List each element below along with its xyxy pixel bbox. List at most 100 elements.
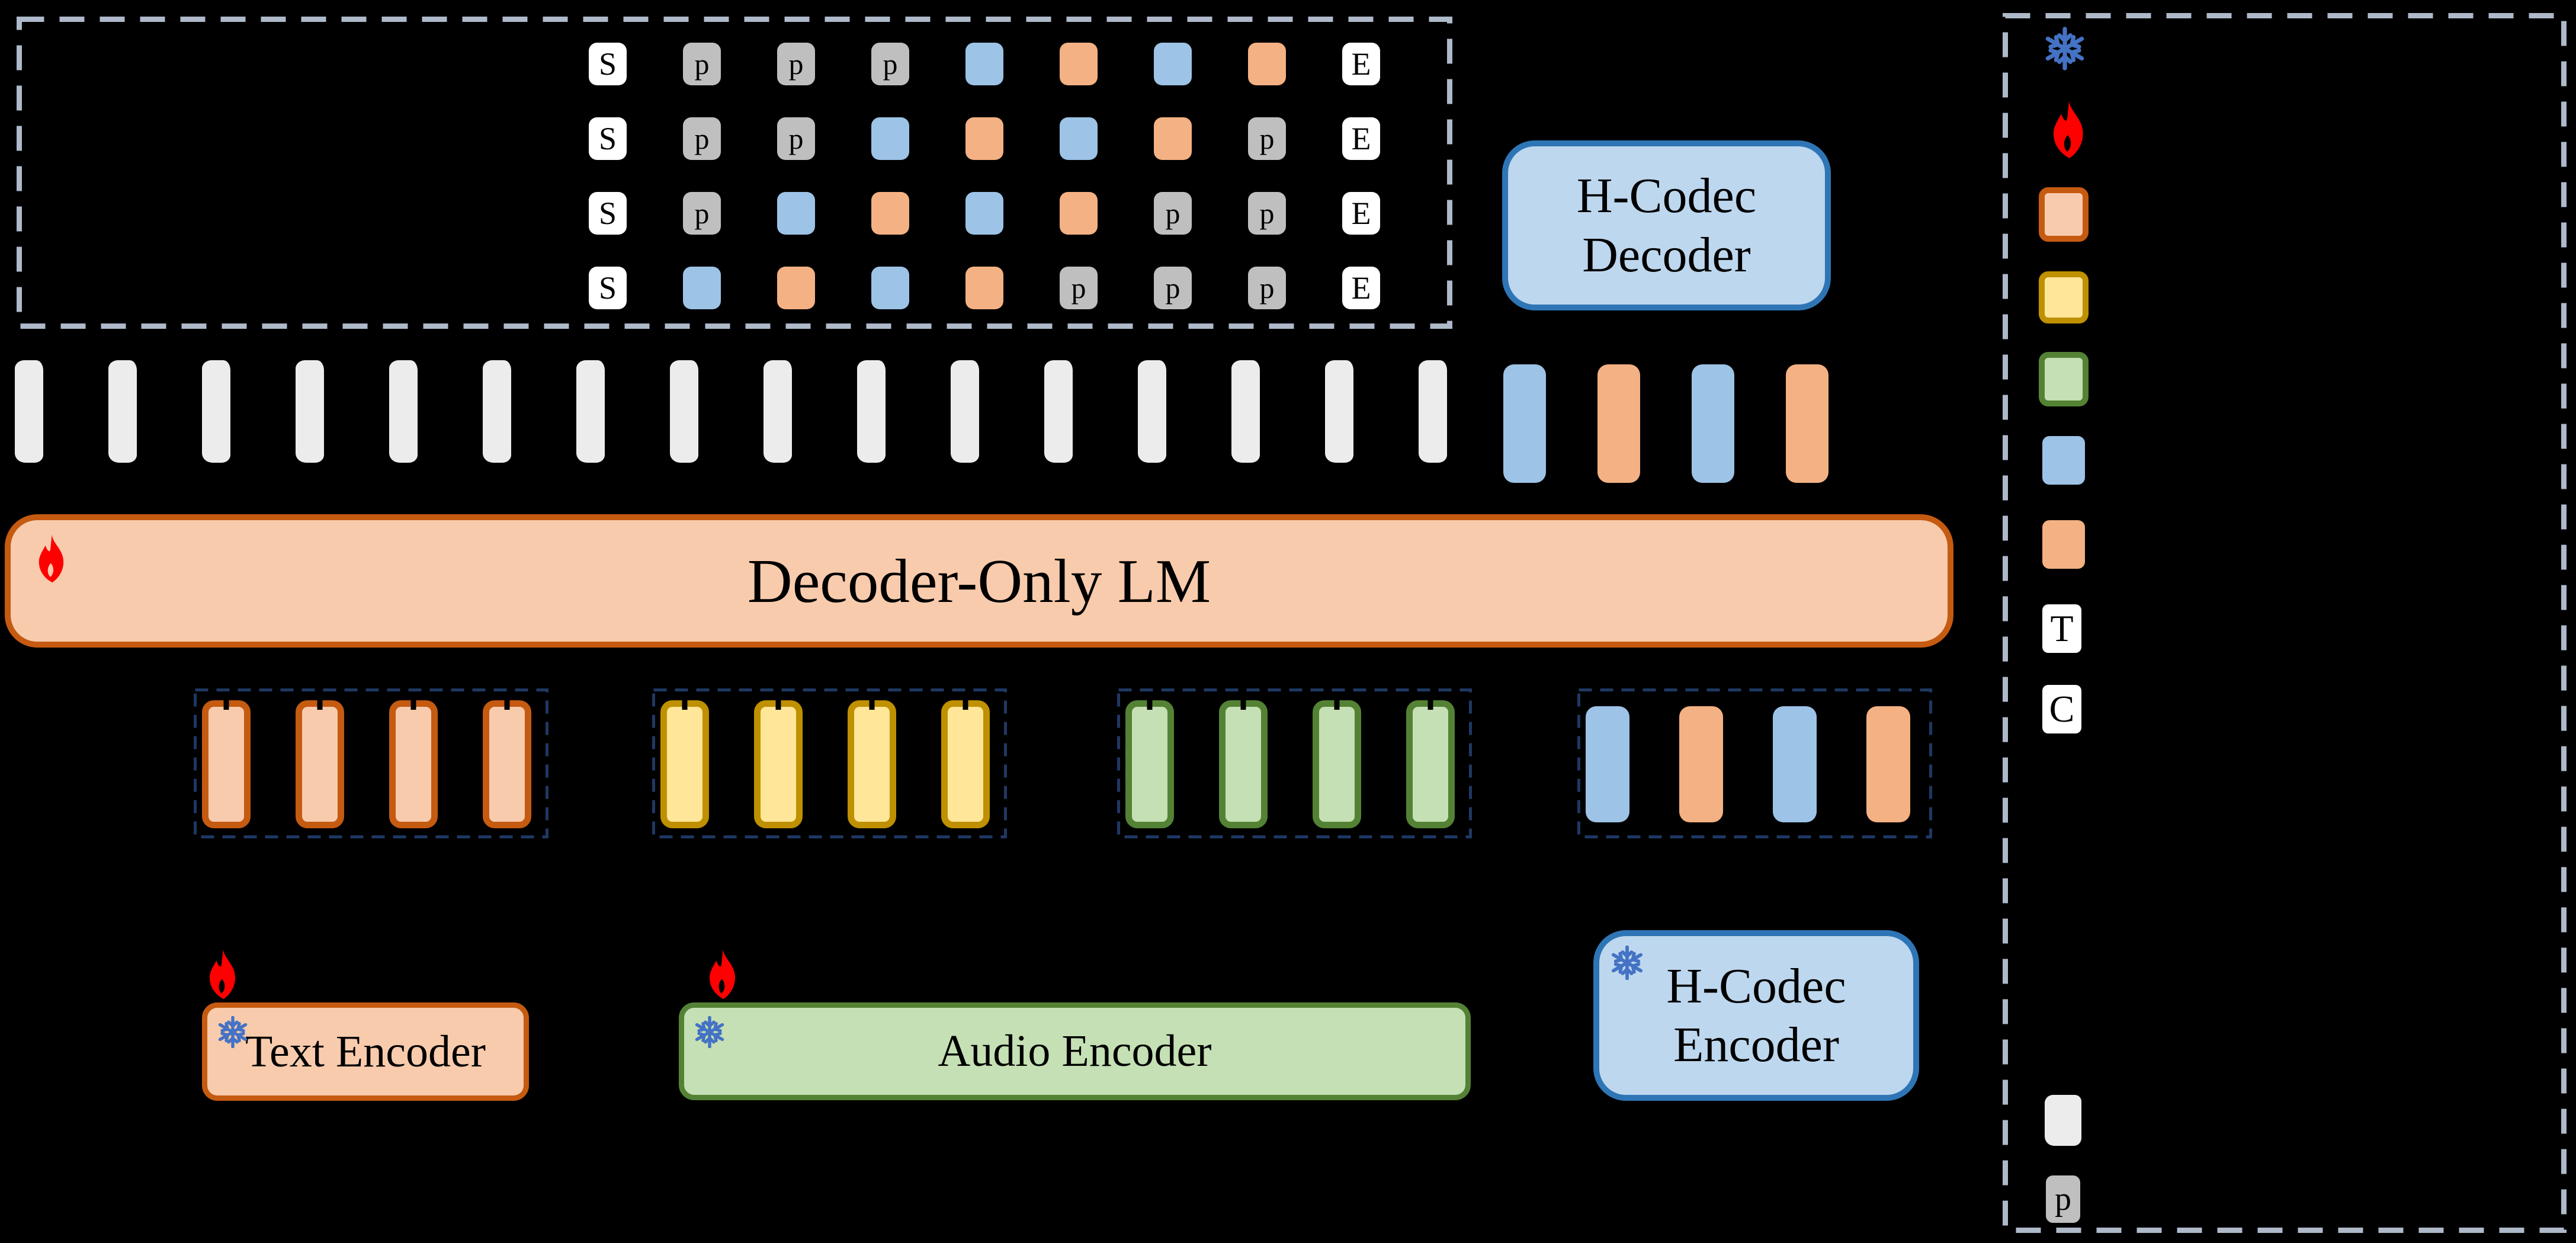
legend-swatch-orange-bordered: [2039, 187, 2089, 242]
start-token: S: [589, 192, 627, 235]
blue-token: [1154, 43, 1192, 85]
blue-token: [871, 117, 909, 160]
audio-encoder-label: Audio Encoder: [938, 1026, 1212, 1076]
green-embedding-token: [1313, 700, 1361, 828]
pad-token: p: [1154, 192, 1192, 235]
hcodec-decoder-label-line1: H-Codec: [1576, 168, 1757, 224]
hidden-state-row: [15, 360, 1447, 463]
legend-token-T: T: [2042, 604, 2081, 653]
pad-token: p: [777, 43, 815, 85]
hidden-token: [1138, 360, 1166, 463]
yellow-embedding-token: [848, 700, 896, 828]
sequence-row-4: S p p p E: [589, 267, 1380, 309]
hidden-token: [670, 360, 698, 463]
hidden-token: [1419, 360, 1447, 463]
snowflake-icon: [2044, 24, 2086, 73]
hcodec-encoder-box: H-Codec Encoder: [1593, 930, 1919, 1101]
pad-token: p: [683, 192, 721, 235]
generated-blue-token: [1503, 364, 1546, 483]
dashed-border: [1117, 688, 1472, 838]
orange-embedding-token: [202, 700, 251, 828]
hidden-token: [202, 360, 230, 463]
generated-token-row: [1503, 364, 1828, 483]
hidden-token: [1325, 360, 1353, 463]
orange-token: [1248, 43, 1286, 85]
dashed-border: [1577, 688, 1932, 838]
blue-embedding-token: [1586, 706, 1629, 822]
blue-token: [1060, 117, 1098, 160]
green-embedding-token: [1406, 700, 1455, 828]
orange-embedding-token: [1679, 706, 1723, 822]
hcodec-encoder-label-line1: H-Codec: [1666, 958, 1846, 1014]
fire-icon: [36, 532, 65, 587]
legend-swatch-green-bordered: [2039, 352, 2089, 406]
green-embedding-token: [1219, 700, 1268, 828]
sequence-row-3: S p p p E: [589, 192, 1380, 235]
end-token: E: [1342, 192, 1380, 235]
orange-token: [965, 117, 1003, 160]
orange-token: [1060, 43, 1098, 85]
dashed-border: [652, 688, 1007, 838]
blue-embedding-token: [1773, 706, 1817, 822]
hidden-token: [576, 360, 605, 463]
start-token: S: [589, 117, 627, 160]
snowflake-icon: [694, 1016, 726, 1048]
legend-token-C: C: [2042, 685, 2081, 733]
hidden-token: [15, 360, 43, 463]
fire-icon: [706, 947, 737, 1003]
dashed-border: [17, 17, 1452, 329]
yellow-embedding-group: [652, 688, 1007, 838]
yellow-embedding-token: [660, 700, 709, 828]
decoder-only-lm-label: Decoder-Only LM: [747, 546, 1211, 616]
start-token: S: [589, 267, 627, 309]
end-token: E: [1342, 267, 1380, 309]
legend-pad-token: p: [2046, 1175, 2080, 1223]
text-encoder-box: Text Encoder: [202, 1002, 529, 1101]
pad-token: p: [871, 43, 909, 85]
generated-orange-token: [1786, 364, 1828, 483]
legend-swatch-blue: [2042, 436, 2085, 485]
orange-embedding-group: [194, 688, 548, 838]
pad-token: p: [1060, 267, 1098, 309]
mixed-embedding-group: [1577, 688, 1932, 838]
orange-embedding-token: [389, 700, 438, 828]
pad-token: p: [683, 117, 721, 160]
hidden-token: [951, 360, 979, 463]
pad-token: p: [683, 43, 721, 85]
hidden-token: [108, 360, 137, 463]
orange-token: [965, 267, 1003, 309]
orange-token: [1154, 117, 1192, 160]
yellow-embedding-token: [941, 700, 990, 828]
sequence-row-2: S p p p E: [589, 117, 1380, 160]
orange-token: [871, 192, 909, 235]
hidden-token: [764, 360, 792, 463]
hidden-token: [389, 360, 418, 463]
hidden-token: [857, 360, 886, 463]
start-token: S: [589, 43, 627, 85]
snowflake-icon: [1610, 946, 1644, 980]
snowflake-icon: [217, 1016, 249, 1048]
orange-token: [1060, 192, 1098, 235]
blue-token: [777, 192, 815, 235]
orange-token: [777, 267, 815, 309]
hidden-token: [1231, 360, 1260, 463]
legend-swatch-yellow-bordered: [2039, 271, 2089, 323]
green-embedding-token: [1125, 700, 1174, 828]
lm-output-sequence-panel: [17, 17, 1452, 329]
decoder-only-lm-bar: Decoder-Only LM: [5, 514, 1953, 648]
blue-token: [683, 267, 721, 309]
blue-token: [965, 43, 1003, 85]
legend-swatch-orange: [2042, 520, 2085, 569]
generated-blue-token: [1692, 364, 1734, 483]
orange-embedding-token: [1866, 706, 1910, 822]
audio-encoder-box: Audio Encoder: [679, 1002, 1471, 1100]
fire-icon: [2049, 100, 2085, 161]
hcodec-decoder-box: H-Codec Decoder: [1502, 140, 1831, 310]
pad-token: p: [777, 117, 815, 160]
green-embedding-group: [1117, 688, 1472, 838]
hidden-token: [296, 360, 324, 463]
hcodec-decoder-label-line2: Decoder: [1582, 227, 1751, 283]
fire-icon: [206, 947, 237, 1003]
end-token: E: [1342, 117, 1380, 160]
